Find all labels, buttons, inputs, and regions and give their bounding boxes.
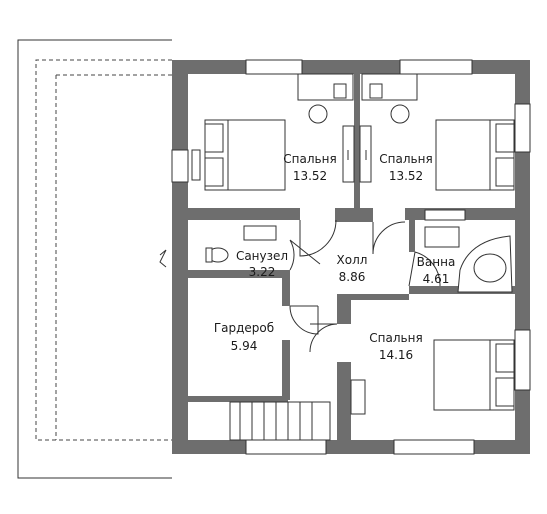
window-top-left	[245, 59, 303, 75]
room-labels: Спальня 13.52 Спальня 13.52 Санузел 3.22…	[214, 152, 455, 362]
room-area-bathroom-wc: 3.22	[249, 265, 276, 279]
bed-icon	[435, 119, 515, 191]
room-name-hall: Холл	[337, 253, 368, 267]
sink-icon	[243, 225, 277, 241]
terrace	[17, 39, 172, 479]
break-line	[159, 249, 167, 268]
window-bottom-left	[245, 439, 327, 455]
chair-icon	[390, 104, 410, 124]
bed-icon	[433, 339, 515, 411]
room-area-bedroom-bottom: 14.16	[379, 348, 413, 362]
room-area-bedroom-left: 13.52	[293, 169, 327, 183]
lamp-icon	[333, 83, 347, 99]
window-left	[171, 149, 189, 183]
room-area-hall: 8.86	[339, 270, 366, 284]
window-bottom-right	[393, 439, 475, 455]
lamp-icon	[369, 83, 383, 99]
towel-rail-icon	[424, 209, 466, 221]
stairs-icon	[229, 401, 331, 441]
room-area-bath: 4.61	[423, 272, 450, 286]
window-top-right	[399, 59, 473, 75]
chair-icon	[308, 104, 328, 124]
furniture	[191, 73, 515, 441]
room-name-bedroom-right: Спальня	[379, 152, 432, 166]
bed-icon	[204, 119, 286, 191]
room-name-bath: Ванна	[417, 255, 456, 269]
room-name-bathroom-wc: Санузел	[236, 249, 288, 263]
room-name-bedroom-left: Спальня	[283, 152, 336, 166]
doors	[289, 219, 441, 353]
room-area-bedroom-right: 13.52	[389, 169, 423, 183]
sink-icon	[424, 226, 460, 248]
window-right-bottom	[514, 329, 531, 391]
windows	[171, 59, 531, 455]
wardrobe-icon	[350, 379, 366, 415]
room-area-wardrobe: 5.94	[231, 339, 258, 353]
window-right-top	[514, 103, 531, 153]
room-name-bedroom-bottom: Спальня	[369, 331, 422, 345]
room-name-wardrobe: Гардероб	[214, 321, 274, 335]
